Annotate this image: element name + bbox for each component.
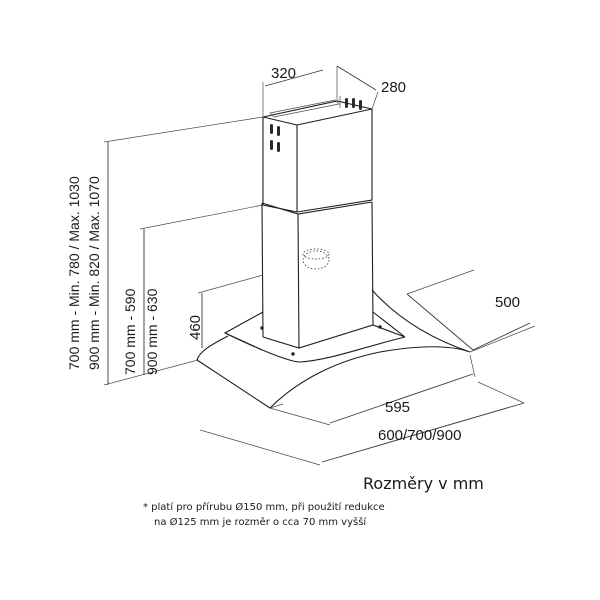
glass-panel bbox=[196, 289, 471, 409]
dim-line-glass-width bbox=[329, 373, 474, 424]
vent-slot bbox=[270, 124, 273, 134]
label-hood-depth: 500 bbox=[495, 294, 520, 311]
dimension-lines bbox=[103, 65, 536, 466]
label-chimney-width: 320 bbox=[271, 65, 296, 82]
vent-slot bbox=[352, 98, 355, 108]
hood-body bbox=[196, 96, 471, 409]
label-chimney-depth: 280 bbox=[381, 79, 406, 96]
label-chimney-height-b: 900 mm - 630 bbox=[144, 288, 160, 375]
label-hood-height: 460 bbox=[187, 315, 204, 340]
upper-chimney-side bbox=[296, 108, 373, 213]
lower-chimney bbox=[261, 201, 374, 349]
vent-slot bbox=[277, 126, 280, 136]
label-hood-width: 600/700/900 bbox=[378, 427, 461, 444]
label-total-height-a: 700 mm - Min. 780 / Max. 1030 bbox=[66, 176, 82, 370]
footnote-line-2: na Ø125 mm je rozměr o cca 70 mm vyšší bbox=[154, 516, 367, 528]
vent-slot bbox=[345, 98, 348, 108]
vent-slot bbox=[277, 142, 280, 152]
vent-slot bbox=[270, 140, 273, 150]
label-chimney-height-a: 700 mm - 590 bbox=[122, 288, 138, 375]
label-total-height-b: 900 mm - Min. 820 / Max. 1070 bbox=[86, 176, 102, 370]
vent-slot bbox=[359, 100, 362, 110]
dim-line-hood-width bbox=[321, 402, 525, 463]
flange-outline bbox=[302, 250, 330, 270]
footnote-line-1: * platí pro přírubu Ø150 mm, při použití… bbox=[143, 501, 385, 513]
caption-dimensions: Rozměry v mm bbox=[363, 474, 484, 493]
dim-line-hood-depth bbox=[472, 322, 531, 351]
label-glass-width: 595 bbox=[385, 399, 410, 416]
